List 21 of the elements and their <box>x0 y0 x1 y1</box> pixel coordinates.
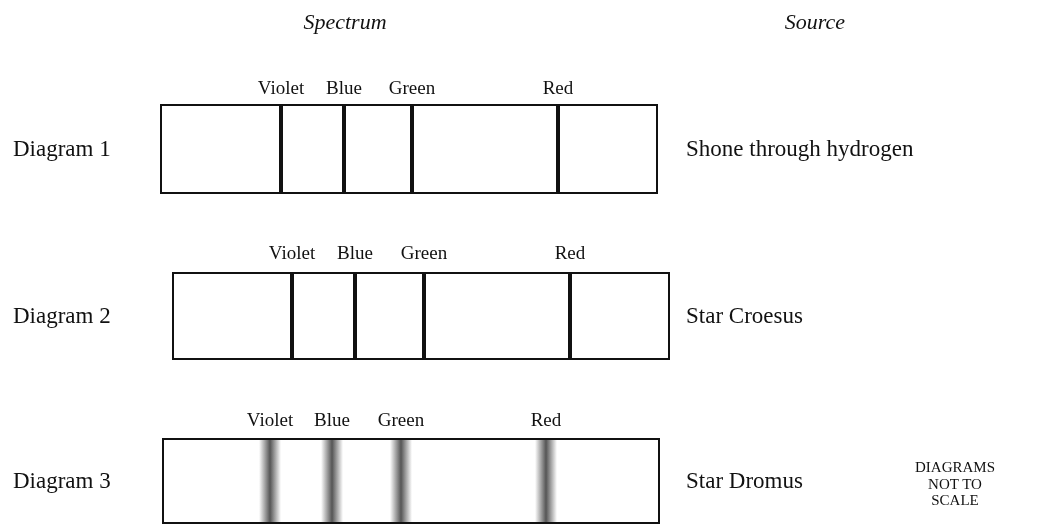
column-heading: Spectrum <box>303 9 387 35</box>
line-label: Red <box>530 409 562 431</box>
line-label: Blue <box>314 409 350 431</box>
source-label: Star Croesus <box>686 303 803 329</box>
source-label: Shone through hydrogen <box>686 136 914 162</box>
diagram-label: Diagram 2 <box>13 303 111 329</box>
line-label: Blue <box>337 242 373 264</box>
line-label: Blue <box>326 77 362 99</box>
diagram-label: Diagram 3 <box>13 468 111 494</box>
line-label: Red <box>554 242 586 264</box>
line-label: Violet <box>257 77 305 99</box>
scale-note: DIAGRAMS NOT TO SCALE <box>914 459 996 509</box>
line-label: Violet <box>246 409 294 431</box>
line-label: Violet <box>268 242 316 264</box>
line-label: Red <box>542 77 574 99</box>
source-label: Star Dromus <box>686 468 803 494</box>
diagram-label: Diagram 1 <box>13 136 111 162</box>
line-label: Green <box>377 409 425 431</box>
column-heading: Source <box>784 9 846 35</box>
line-label: Green <box>388 77 436 99</box>
line-label: Green <box>400 242 448 264</box>
